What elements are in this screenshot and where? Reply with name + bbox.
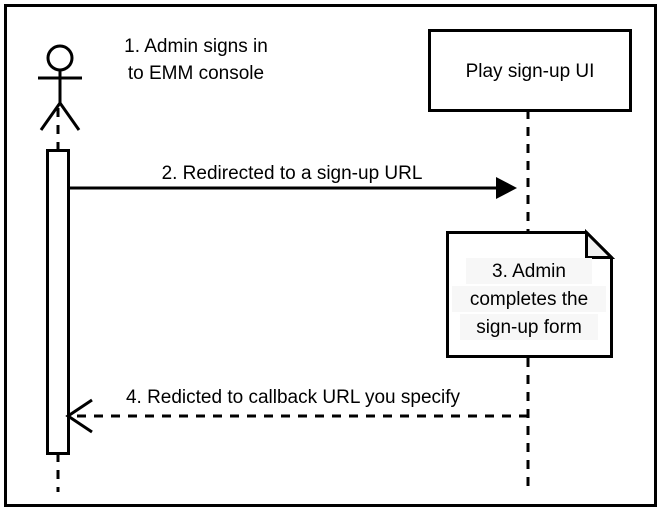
actor-activation-bar [46, 149, 70, 455]
message-4-arrowhead-icon [65, 398, 93, 434]
note-3-line-2: completes the [470, 289, 588, 310]
participant-label-play-sign-up-ui: Play sign-up UI [466, 61, 595, 82]
note-3-line-1: 3. Admin [492, 261, 566, 282]
note-3-highlight-1 [466, 258, 592, 284]
actor-caption-line-2: to EMM console [128, 63, 264, 84]
message-2-arrowhead-icon [496, 177, 517, 199]
actor-caption-line-1: 1. Admin signs in [124, 36, 268, 57]
participant-box-play-sign-up-ui[interactable] [428, 29, 632, 112]
stick-figure-actor-icon [38, 44, 82, 131]
message-2-label: 2. Redirected to a sign-up URL [162, 163, 423, 184]
note-3-line-3: sign-up form [476, 317, 582, 338]
note-3-highlight-2 [452, 286, 606, 312]
note-3-highlight-3 [460, 314, 598, 340]
note-3-fold-icon [585, 228, 616, 259]
message-4-label: 4. Redicted to callback URL you specify [126, 387, 461, 408]
note-3: 3. Admin completes the sign-up form [446, 228, 616, 358]
